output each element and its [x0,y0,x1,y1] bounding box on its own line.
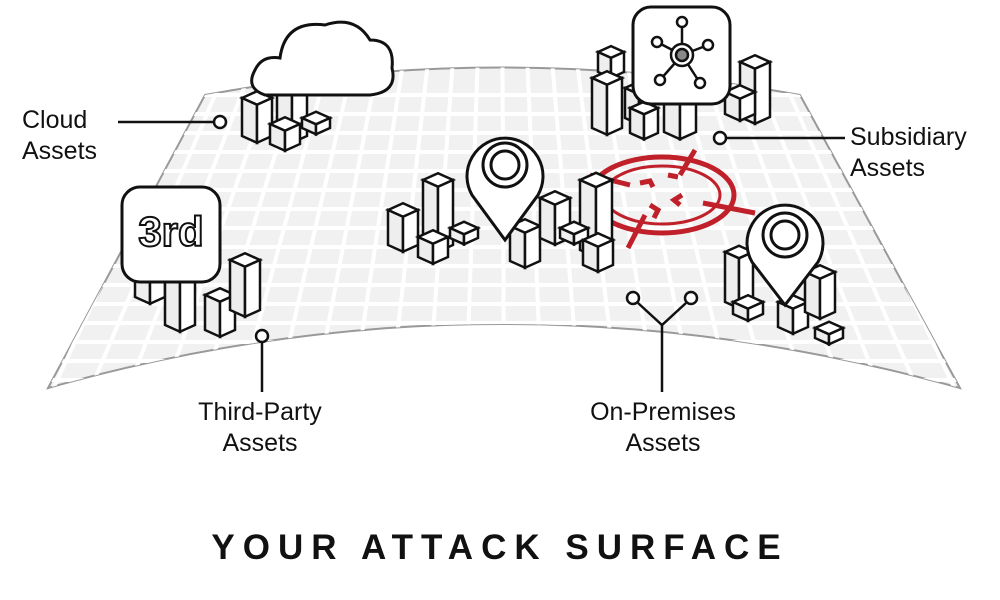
building-icon [626,100,662,142]
location-pin-icon [465,136,545,243]
leader-lines [118,114,845,392]
label-line: Assets [625,429,701,457]
label-line: Third-Party [198,398,322,426]
cloud-icon [250,20,395,97]
building-icon [556,220,592,247]
building-icon [266,115,304,153]
building-icon [384,201,422,254]
building-icon [226,251,264,319]
third-party-badge [120,185,222,284]
label-line: Assets [22,137,98,165]
building-icon [721,83,759,123]
label-line: On-Premises [590,398,736,426]
building-icon [238,89,276,145]
building-icon [588,69,626,137]
building-icon [729,293,767,323]
third-party-badge-text: 3rd [137,207,204,256]
label-line: Assets [222,429,298,457]
location-pin-icon [745,203,825,308]
building-icon [811,320,847,347]
subsidiary-assets-label: Subsidiary Assets [850,122,995,184]
on-premises-assets-label: On-Premises Assets [563,397,763,459]
building-icon [414,228,452,266]
building-icon [201,286,239,339]
building-icon [579,231,617,274]
third-party-assets-label: Third-Party Assets [170,397,350,459]
label-line: Assets [850,154,926,182]
network-hub-icon [631,5,732,106]
label-line: Subsidiary [850,123,967,151]
cloud-assets-label: Cloud Assets [22,105,117,167]
building-icon [446,220,482,247]
building-icon [298,110,334,137]
page-title: YOUR ATTACK SURFACE [211,528,789,567]
label-line: Cloud [22,106,88,134]
